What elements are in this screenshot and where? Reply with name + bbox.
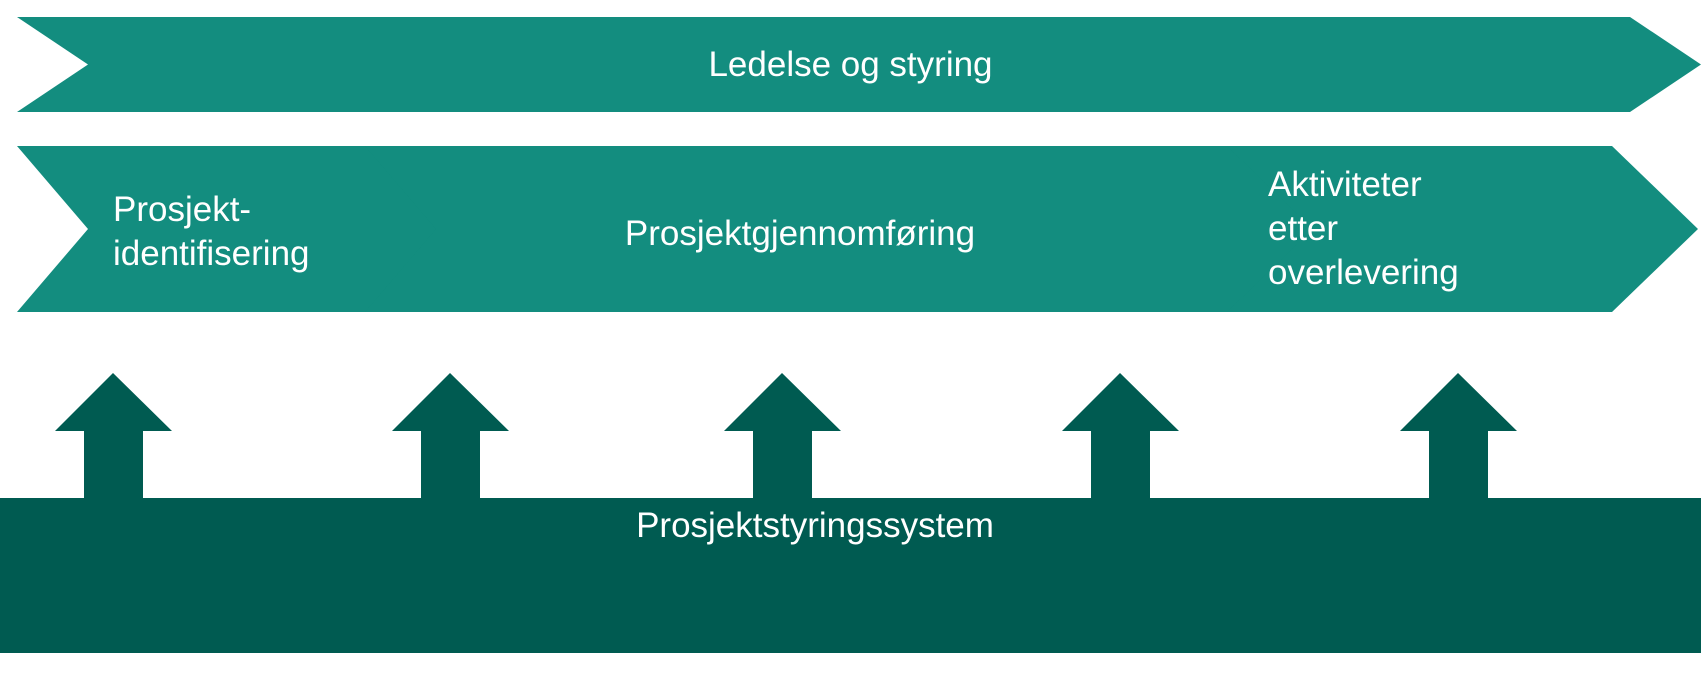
foundation-bar-shape[interactable] — [0, 498, 1701, 653]
support-arrow-0-shape — [55, 373, 172, 500]
phase-chevron-1-shape[interactable] — [365, 146, 1315, 312]
support-arrow-2-shape — [724, 373, 841, 500]
support-arrow-1-shape — [392, 373, 509, 500]
governance-banner-shape[interactable] — [17, 17, 1701, 112]
phase-chevron-2-shape[interactable] — [1227, 146, 1698, 312]
phase-chevron-0-shape[interactable] — [17, 146, 455, 312]
support-arrow-3-shape — [1062, 373, 1179, 500]
support-arrow-4-shape — [1400, 373, 1517, 500]
